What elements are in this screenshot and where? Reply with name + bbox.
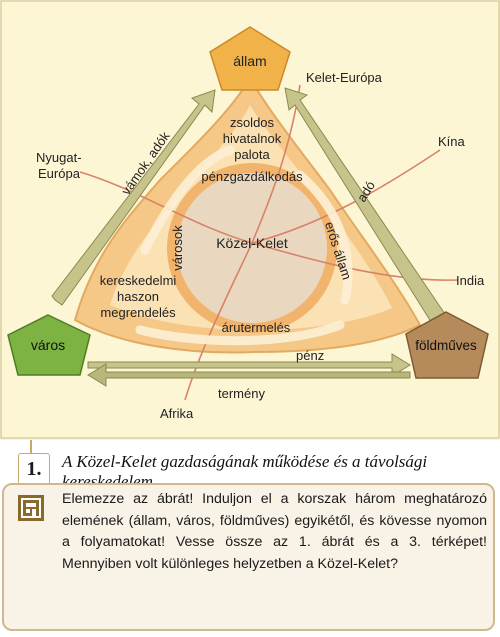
arrow-label-penz: pénz [296,348,324,363]
inner-haszon: haszon [117,289,159,304]
region-nyugat-europa-2: Európa [38,166,81,181]
label-center: Közel-Kelet [216,235,288,251]
inner-megrendeles: megrendelés [100,305,176,320]
label-varos: város [31,337,65,353]
center-circle [167,163,337,333]
inner-hivatalnok: hivatalnok [223,131,282,146]
region-nyugat-europa-1: Nyugat- [36,150,82,165]
task-icon [18,495,44,521]
region-afrika: Afrika [160,406,194,421]
region-kina: Kína [438,134,466,149]
edge-arrows [51,87,448,387]
region-india: India [456,273,485,288]
label-foldmuves: földműves [415,338,477,353]
inner-palota: palota [234,147,270,162]
figure-number: 1. [18,453,50,485]
node-foldmuves [405,311,489,379]
economy-diagram: állam város földműves Közel-Kelet Kelet-… [0,0,500,440]
inner-kereskedelmi: kereskedelmi [100,273,177,288]
trade-routes [79,84,459,401]
label-allam: állam [233,53,266,69]
arrow-label-termeny: termény [218,386,265,401]
region-kelet-europa: Kelet-Európa [306,70,383,85]
inner-varosok: városok [170,225,185,271]
inner-penzgazdalkodas: pénzgazdálkodás [201,169,303,184]
task-box: Elemezze az ábrát! Induljon el a korszak… [2,483,495,631]
task-text: Elemezze az ábrát! Induljon el a korszak… [62,491,487,572]
node-varos [7,314,91,376]
inner-zsoldos: zsoldos [230,115,275,130]
inner-arutermeles: árutermelés [222,320,291,335]
node-allam [209,26,291,91]
